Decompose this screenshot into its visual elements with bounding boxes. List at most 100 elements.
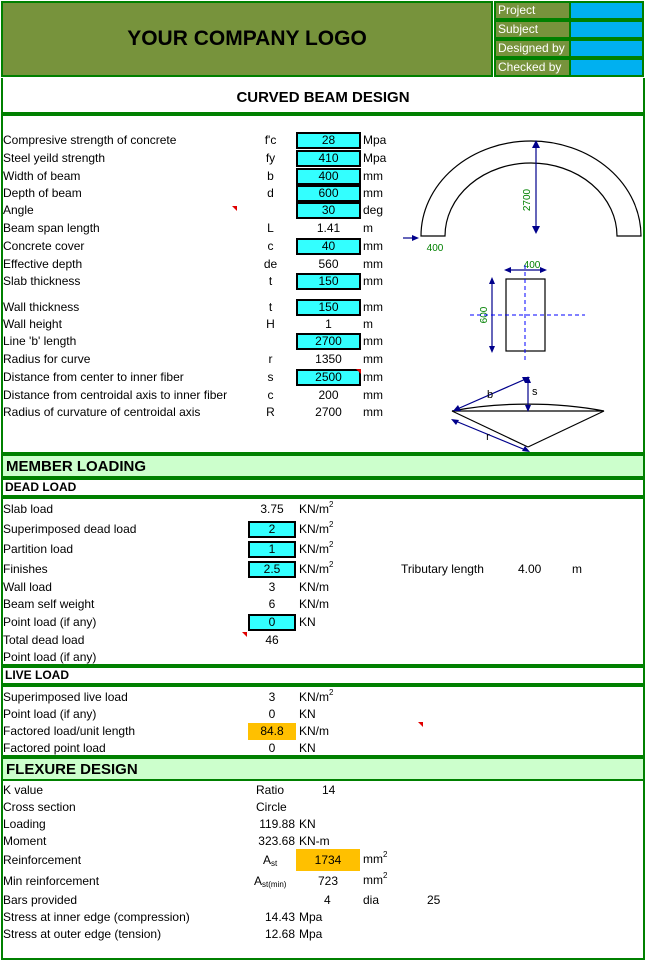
- ratio-value: 14: [322, 783, 336, 797]
- reinforcement-symbol: Ast: [263, 853, 278, 868]
- input-symbol: c: [267, 239, 274, 253]
- input-symbol: c: [267, 388, 274, 402]
- input-unit: mm: [363, 370, 383, 384]
- dead-load-input[interactable]: 0: [248, 614, 296, 631]
- meta-label: Project: [496, 3, 571, 18]
- segment-s-label: s: [532, 386, 538, 398]
- input-value-field[interactable]: 400: [296, 168, 361, 185]
- meta-value-field[interactable]: [571, 3, 642, 18]
- dead-load-unit: KN/m: [299, 580, 329, 594]
- dead-load-label: Total dead load: [3, 633, 85, 647]
- input-value-field[interactable]: 30: [296, 202, 361, 219]
- input-label: Depth of beam: [3, 186, 82, 200]
- tributary-value: 4.00: [518, 562, 542, 576]
- input-label: Effective depth: [3, 257, 83, 271]
- dia-value: 25: [427, 893, 441, 907]
- input-symbol: L: [267, 221, 274, 235]
- live-load-header: LIVE LOAD: [1, 666, 645, 685]
- loading-value: 119.88: [259, 817, 295, 831]
- meta-value-field[interactable]: [571, 41, 642, 56]
- dia-label: dia: [363, 893, 380, 907]
- meta-value-field[interactable]: [571, 60, 642, 75]
- input-symbol: s: [267, 370, 274, 384]
- computed-value: 200: [318, 388, 339, 402]
- live-load-unit: KN/m2: [299, 688, 334, 705]
- arch-width-label: 400: [427, 243, 444, 254]
- input-value-field[interactable]: 2700: [296, 333, 361, 350]
- dead-load-input[interactable]: 2.5: [248, 561, 296, 578]
- dead-load-value: 3: [268, 580, 276, 594]
- bars-provided-label: Bars provided: [3, 893, 78, 907]
- input-value-field[interactable]: 2500: [296, 369, 361, 386]
- beam-diagrams: 2700 400 400 600 b s r: [403, 140, 642, 452]
- dead-load-unit: KN/m: [299, 597, 329, 611]
- arch-shape: [420, 140, 642, 237]
- input-label: Radius for curve: [3, 352, 91, 366]
- input-symbol: de: [263, 257, 278, 271]
- input-unit: mm: [363, 274, 383, 288]
- input-value-field[interactable]: 150: [296, 273, 361, 290]
- segment-r-label: r: [486, 431, 490, 443]
- input-symbol: fy: [265, 151, 276, 165]
- input-label: Width of beam: [3, 169, 81, 183]
- outer-stress-label: Stress at outer edge (tension): [3, 927, 162, 941]
- moment-label: Moment: [3, 834, 47, 848]
- input-unit: mm: [363, 405, 383, 419]
- dead-load-value: 6: [268, 597, 276, 611]
- dead-load-label: Point load (if any): [3, 650, 97, 664]
- comment-marker: [242, 632, 247, 637]
- flexure-panel: [1, 781, 645, 960]
- dead-load-label: Beam self weight: [3, 597, 95, 611]
- input-label: Steel yeild strength: [3, 151, 106, 165]
- input-value-field[interactable]: 600: [296, 185, 361, 202]
- input-unit: Mpa: [363, 151, 387, 165]
- input-value-field[interactable]: 40: [296, 238, 361, 255]
- input-symbol: [258, 333, 283, 350]
- dead-load-panel: [1, 497, 645, 666]
- input-label: Distance from center to inner fiber: [3, 370, 184, 384]
- dead-load-value: 3.75: [260, 502, 284, 516]
- comment-marker: [356, 369, 361, 374]
- tributary-unit: m: [572, 562, 582, 576]
- inner-stress-value: 14.43: [264, 910, 295, 924]
- inputs-panel: [1, 114, 645, 454]
- input-label: Compresive strength of concrete: [3, 133, 177, 147]
- live-load-label: Point load (if any): [3, 707, 97, 721]
- outer-stress-value: 12.68: [264, 927, 295, 941]
- input-unit: m: [363, 317, 373, 331]
- input-symbol: b: [267, 169, 274, 183]
- inner-stress-unit: Mpa: [299, 910, 323, 924]
- tributary-label: Tributary length: [401, 562, 484, 576]
- input-unit: mm: [363, 300, 383, 314]
- input-unit: mm: [363, 169, 383, 183]
- input-value-field[interactable]: 28: [296, 132, 361, 149]
- computed-value: 1: [325, 317, 332, 331]
- moment-unit: KN-m: [299, 834, 330, 848]
- live-load-unit: KN/m: [299, 724, 329, 738]
- input-unit: deg: [363, 203, 384, 217]
- input-label: Wall height: [3, 317, 62, 331]
- live-load-label: Factored point load: [3, 741, 106, 755]
- input-symbol: d: [267, 186, 274, 200]
- input-value-field[interactable]: 150: [296, 299, 361, 316]
- input-label: Beam span length: [3, 221, 100, 235]
- input-unit: mm: [363, 388, 383, 402]
- meta-label: Subject: [496, 22, 571, 37]
- title-bar: CURVED BEAM DESIGN: [1, 78, 645, 114]
- dead-load-input[interactable]: 1: [248, 541, 296, 558]
- meta-value-field[interactable]: [571, 22, 642, 37]
- input-unit: Mpa: [363, 133, 387, 147]
- input-value-field[interactable]: 410: [296, 150, 361, 167]
- reinforcement-value: 1734: [296, 849, 360, 871]
- reinforcement-label: Reinforcement: [3, 853, 82, 867]
- input-unit: m: [363, 221, 373, 235]
- dead-load-value: [248, 649, 296, 666]
- factored-load-value: 84.8: [248, 723, 296, 740]
- comment-marker: [418, 722, 423, 727]
- dead-load-unit: KN: [299, 615, 316, 629]
- comment-marker: [232, 206, 237, 211]
- dead-load-label: Finishes: [3, 562, 48, 576]
- input-symbol: t: [268, 274, 273, 288]
- input-symbol: H: [266, 317, 275, 331]
- dead-load-input[interactable]: 2: [248, 521, 296, 538]
